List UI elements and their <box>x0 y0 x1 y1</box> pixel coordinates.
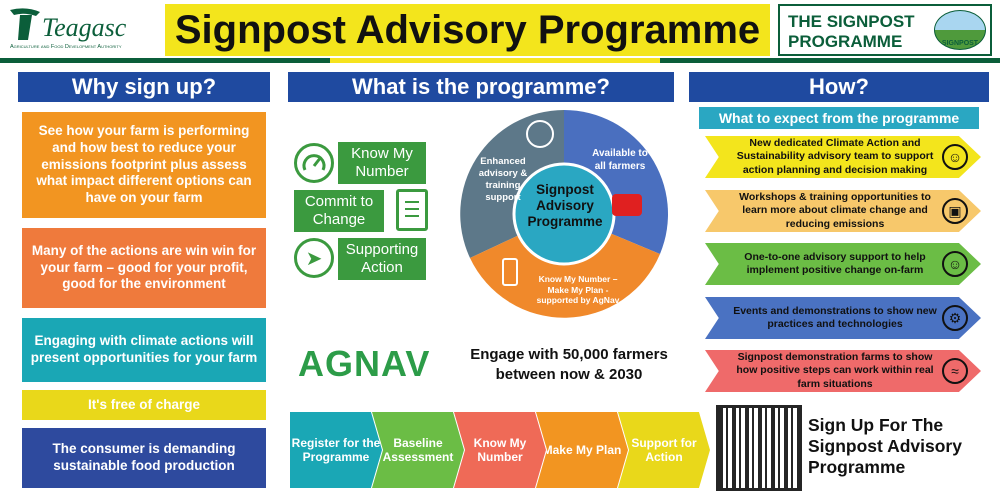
runner-icon: ➤ <box>294 238 334 278</box>
engage-text: Engage with 50,000 farmers between now &… <box>470 346 668 383</box>
step-5: Support for Action <box>618 412 710 488</box>
why-heading: Why sign up? <box>18 72 270 102</box>
know-my-number-label: Know My Number <box>338 142 426 184</box>
how-card-1: New dedicated Climate Action and Sustain… <box>705 136 981 178</box>
how-card-text: Signpost demonstration farms to show how… <box>736 351 934 390</box>
person-icon: ☺ <box>942 251 968 277</box>
tractor-icon <box>612 194 642 216</box>
brand-tagline: Agriculture and Food Development Authori… <box>10 44 122 50</box>
how-subheading: What to expect from the programme <box>699 107 979 129</box>
wheel-right-label: Available to all farmers <box>592 148 648 172</box>
how-card-text: Events and demonstrations to show new pr… <box>733 304 937 330</box>
badge-text: THE SIGNPOST PROGRAMME <box>788 12 915 51</box>
qr-code[interactable] <box>716 405 802 491</box>
team-icon: ☺ <box>942 144 968 170</box>
phone-icon <box>502 258 518 286</box>
how-card-3: One-to-one advisory support to help impl… <box>705 243 981 285</box>
how-card-text: Workshops & training opportunities to le… <box>739 191 931 230</box>
signpost-badge: THE SIGNPOST PROGRAMME SIGNPOST <box>778 4 992 56</box>
wheel-center-label: Signpost Advisory Programme <box>527 182 603 230</box>
signup-text: Sign Up For The Signpost Advisory Progra… <box>808 415 962 477</box>
badge-line2: PROGRAMME <box>788 31 903 51</box>
agnav-logo: AGNAV <box>298 343 431 384</box>
wheel-segment-bottom <box>470 214 660 318</box>
field-icon: ≈ <box>942 358 968 384</box>
supporting-action-label: Supporting Action <box>338 238 426 280</box>
why-card-1: See how your farm is performing and how … <box>22 112 266 218</box>
how-card-2: Workshops & training opportunities to le… <box>705 190 981 232</box>
why-card-2: Many of the actions are win win for your… <box>22 228 266 308</box>
why-card-3: Engaging with climate actions will prese… <box>22 318 266 382</box>
gear-person-icon: ⚙ <box>942 305 968 331</box>
clipboard-icon <box>396 189 428 231</box>
page-title-banner: Signpost Advisory Programme <box>165 4 770 56</box>
step-4: Make My Plan <box>536 412 628 488</box>
teagasc-logo: Teagasc Agriculture and Food Development… <box>6 4 156 56</box>
brand-name: Teagasc <box>42 13 127 42</box>
presenter-icon: ▣ <box>942 198 968 224</box>
programme-wheel: Signpost Advisory Programme Enhanced adv… <box>458 108 670 320</box>
wheel-bottom-label: Know My Number – Make My Plan - supporte… <box>536 274 620 306</box>
what-heading: What is the programme? <box>288 72 674 102</box>
step-3: Know My Number <box>454 412 546 488</box>
badge-line1: THE SIGNPOST <box>788 12 915 31</box>
how-heading: How? <box>689 72 989 102</box>
how-card-5: Signpost demonstration farms to show how… <box>705 350 981 392</box>
step-2: Baseline Assessment <box>372 412 464 488</box>
step-1: Register for the Programme <box>290 412 382 488</box>
commit-to-change-label: Commit to Change <box>294 190 384 232</box>
how-card-4: Events and demonstrations to show new pr… <box>705 297 981 339</box>
how-card-text: One-to-one advisory support to help impl… <box>744 250 926 276</box>
why-card-5: The consumer is demanding sustainable fo… <box>22 428 266 488</box>
gauge-icon <box>294 143 334 183</box>
how-card-text: New dedicated Climate Action and Sustain… <box>736 137 934 176</box>
page-title: Signpost Advisory Programme <box>174 7 761 52</box>
advisor-gear-icon <box>526 120 554 148</box>
header-divider <box>0 58 1000 63</box>
badge-small: SIGNPOST <box>941 40 979 47</box>
wheel-left-label: Enhanced advisory & training support <box>478 156 528 203</box>
signpost-logo-icon <box>934 10 986 50</box>
teagasc-logo-mark: Teagasc <box>10 8 156 54</box>
why-card-4: It's free of charge <box>22 390 266 420</box>
